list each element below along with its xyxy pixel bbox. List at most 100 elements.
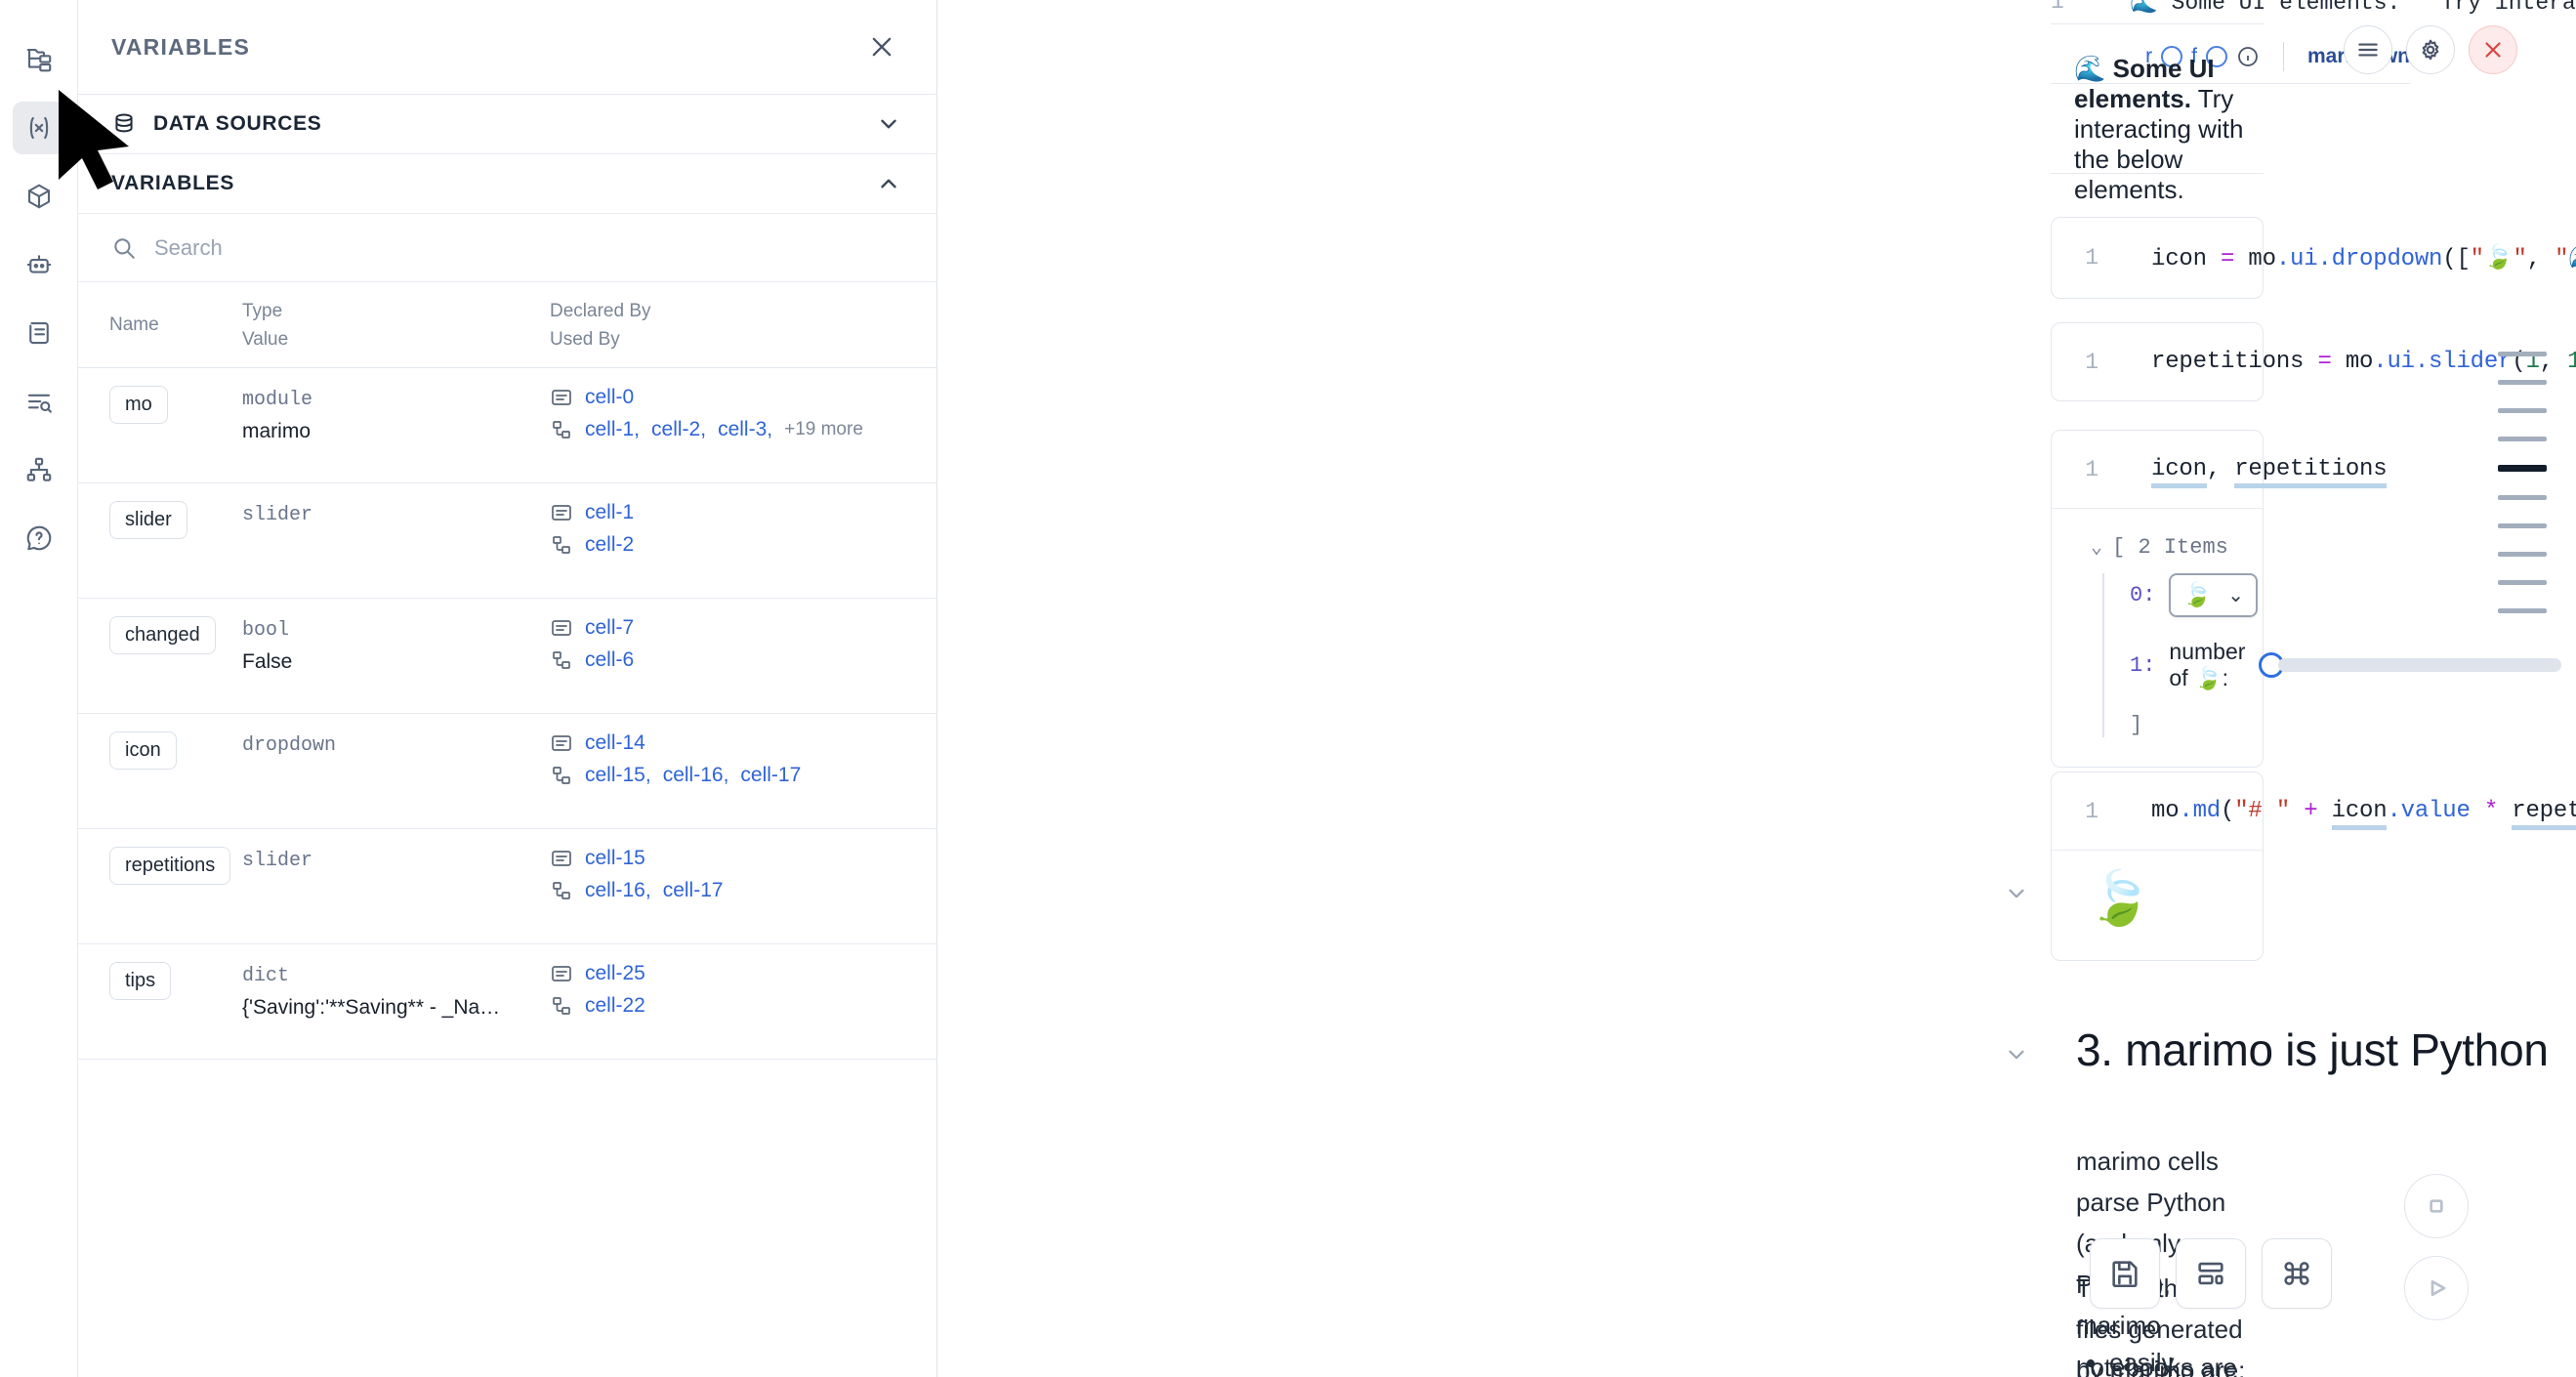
clipped-markdown-source-cell[interactable]: 1 """🌊 Some UI elements."" Try interacti… (2051, 0, 2576, 24)
chevron-down-icon[interactable]: ⌄ (2091, 537, 2103, 560)
section-variables[interactable]: VARIABLES (78, 154, 936, 214)
chevron-up-icon[interactable] (876, 171, 901, 196)
code-token: mo (2151, 798, 2180, 824)
code-token: "🍃" (2470, 246, 2527, 272)
minimap-cell-indicator[interactable] (2498, 608, 2547, 613)
save-icon[interactable] (2090, 1238, 2160, 1309)
dropdown-widget[interactable]: 🍃 ⌄ (2169, 573, 2259, 617)
variable-name-cell: slider (78, 501, 242, 539)
close-icon[interactable] (862, 27, 901, 66)
line-number: 1 (2085, 798, 2098, 824)
code-token (2498, 798, 2512, 824)
cell-reference-link[interactable]: cell-2 (585, 533, 635, 556)
minimap-cell-indicator[interactable] (2498, 352, 2547, 356)
collapse-heading-chevron[interactable] (2002, 1040, 2031, 1069)
close-icon[interactable] (2469, 25, 2517, 74)
stop-icon[interactable] (2404, 1174, 2469, 1238)
code-token: "# " (2234, 798, 2291, 824)
code-cell-display[interactable]: 1 icon, repetitions ⌄ [ 2 Items 0: 🍃 ⌄ (2051, 430, 2562, 768)
dependency-graph-icon[interactable] (13, 443, 65, 496)
variable-refs-cell: cell-7 cell-6 (550, 616, 936, 681)
declared-by-line: cell-25 (550, 962, 923, 985)
variable-name-pill[interactable]: changed (109, 616, 216, 654)
minimap-cell-indicator[interactable] (2498, 580, 2547, 585)
slider-track[interactable] (2278, 658, 2562, 672)
used-by-line: cell-2 (550, 533, 923, 557)
cell-reference-link[interactable]: cell-1, (585, 418, 641, 440)
slider-widget[interactable] (2259, 652, 2562, 678)
help-circle-icon[interactable] (13, 512, 65, 564)
cell-reference-link[interactable]: cell-16, (585, 879, 651, 901)
cell-reference-link[interactable]: cell-15, (585, 764, 651, 786)
cell-reference-link[interactable]: cell-1 (585, 501, 635, 523)
info-icon[interactable] (2236, 45, 2260, 68)
cell-reference-link[interactable]: cell-6 (585, 648, 635, 671)
logs-search-icon[interactable] (13, 375, 65, 428)
minimap-cell-indicator[interactable] (2498, 552, 2547, 557)
play-icon[interactable] (2404, 1256, 2469, 1320)
layout-icon[interactable] (2176, 1238, 2246, 1309)
cell-reference-link[interactable]: cell-22 (585, 994, 645, 1017)
gear-icon[interactable] (2406, 25, 2455, 74)
code-cell-dropdown[interactable]: 1 icon = mo.ui.dropdown(["🍃", "🌊", "✨"],… (2051, 217, 2576, 299)
variable-name-pill[interactable]: repetitions (109, 847, 231, 885)
cell-reference-link[interactable]: cell-16, (662, 764, 729, 786)
flag-f-toggle[interactable] (2205, 45, 2227, 67)
code-token: = (2221, 246, 2235, 272)
minimap-cell-indicator[interactable] (2498, 465, 2547, 472)
scroll-icon[interactable] (13, 307, 65, 359)
variable-name-pill[interactable]: slider (109, 501, 187, 539)
flag-r-toggle[interactable] (2161, 45, 2183, 67)
column-header-name: Name (109, 314, 159, 336)
minimap-cell-indicator[interactable] (2498, 523, 2547, 528)
code-cell-md[interactable]: 1 mo.md("# " + icon.value * repetitions.… (2051, 772, 2576, 961)
variable-name-cell: changed (78, 616, 242, 654)
cell-reference-link[interactable]: cell-3, (718, 418, 773, 440)
leaf-emoji: 🍃 (2182, 582, 2213, 608)
minimap-cell-indicator[interactable] (2498, 380, 2547, 385)
cell-reference-link[interactable]: cell-17 (662, 879, 724, 901)
minimap-cell-indicator[interactable] (2498, 408, 2547, 413)
file-tree-icon[interactable] (13, 33, 65, 86)
clipped-code-text: """🌊 Some UI elements."" Try interacting… (2089, 0, 2576, 16)
cell-reference-link[interactable]: cell-0 (585, 386, 635, 408)
variable-name-pill[interactable]: icon (109, 731, 177, 770)
minimap-cell-indicator[interactable] (2498, 495, 2547, 500)
tree-header[interactable]: ⌄ [ 2 Items (2091, 534, 2263, 561)
chevron-down-icon[interactable] (876, 111, 901, 137)
minimap-cell-indicator[interactable] (2498, 437, 2547, 441)
variable-name-pill[interactable]: mo (109, 386, 168, 424)
cell-reference-link[interactable]: cell-7 (585, 616, 635, 639)
variable-refs-cell: cell-15 cell-16, cell-17 (550, 847, 936, 911)
command-icon[interactable] (2262, 1238, 2332, 1309)
cell-reference-link[interactable]: cell-14 (585, 731, 645, 754)
variable-value: marimo (242, 420, 312, 442)
cell-minimap[interactable] (2469, 352, 2576, 613)
hamburger-icon[interactable] (2344, 25, 2392, 74)
cell-reference-link[interactable]: cell-15 (585, 847, 645, 869)
collapse-md-cell-chevron[interactable] (2002, 879, 2031, 908)
code-cell-slider[interactable]: 1 repetitions = mo.ui.slider(1, 16, labe… (2051, 322, 2576, 401)
tree-close-bracket: ] (2130, 713, 2143, 737)
code-token: .ui (2275, 246, 2318, 272)
package-cube-icon[interactable] (13, 170, 65, 223)
cell-reference-link[interactable]: cell-25 (585, 962, 645, 984)
cell-reference-link[interactable]: cell-2, (651, 418, 707, 440)
code-token: , (2526, 246, 2555, 272)
code-text: mo.md("# " + icon.value * repetitions.va… (2151, 798, 2576, 830)
more-count-label[interactable]: +19 more (784, 419, 863, 439)
cell-reference-link[interactable]: cell-17 (740, 764, 802, 786)
search-input[interactable] (154, 234, 903, 261)
section-data-sources[interactable]: DATA SOURCES (78, 95, 936, 154)
declared-by-line: cell-15 (550, 847, 923, 870)
variable-name-pill[interactable]: tips (109, 962, 172, 1000)
used-by-icon (550, 879, 573, 902)
robot-icon[interactable] (13, 238, 65, 291)
variables-icon[interactable] (12, 102, 65, 154)
